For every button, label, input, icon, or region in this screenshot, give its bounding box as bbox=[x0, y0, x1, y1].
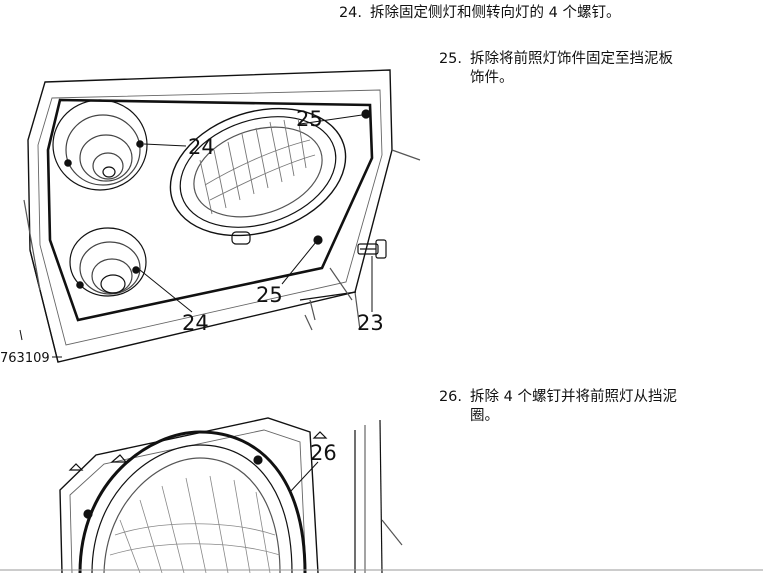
step-number: 25. bbox=[438, 51, 462, 67]
step-25: 25. 拆除将前照灯饰件固定至挡泥板 饰件。 bbox=[418, 50, 673, 88]
step-text-continued: 圈。 bbox=[470, 408, 499, 424]
callout-23: 23 bbox=[357, 311, 384, 335]
step-number: 24. bbox=[338, 5, 362, 21]
callout-25-upper: 25 bbox=[296, 107, 323, 131]
step-text: 拆除将前照灯饰件固定至挡泥板 bbox=[470, 51, 673, 67]
headlamp bbox=[169, 107, 371, 245]
figure-id: 763109 bbox=[0, 351, 50, 366]
step-26: 26. 拆除 4 个螺钉并将前照灯从挡泥 圈。 bbox=[418, 388, 677, 426]
figure-1-headlamp-panel bbox=[19, 69, 421, 363]
step-text-continued: 饰件。 bbox=[470, 70, 514, 86]
screw-23 bbox=[357, 239, 387, 259]
callout-26: 26 bbox=[310, 441, 337, 465]
step-text: 拆除 4 个螺钉并将前照灯从挡泥 bbox=[470, 389, 677, 405]
side-lamp-upper bbox=[52, 99, 148, 191]
step-text: 拆除固定侧灯和侧转向灯的 4 个螺钉。 bbox=[370, 5, 621, 21]
turn-lamp-lower bbox=[69, 227, 147, 297]
figure-2-headlamp-removal bbox=[0, 417, 763, 573]
callout-24-upper: 24 bbox=[188, 135, 215, 159]
callout-25-lower: 25 bbox=[256, 283, 283, 307]
callout-24-lower: 24 bbox=[182, 311, 209, 335]
step-number: 26. bbox=[438, 389, 462, 405]
step-24: 24. 拆除固定侧灯和侧转向灯的 4 个螺钉。 bbox=[318, 4, 621, 23]
